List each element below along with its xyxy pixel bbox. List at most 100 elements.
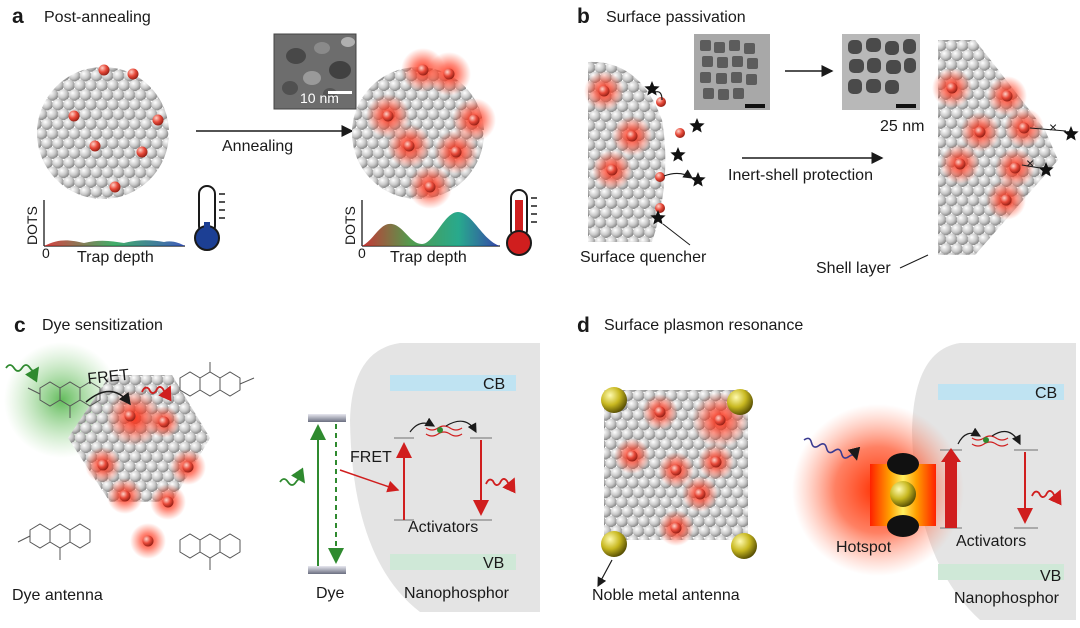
lattice-atom [661, 390, 671, 392]
lattice-atom [184, 490, 197, 502]
core-shell-emitters [932, 68, 1044, 220]
lattice-atom [118, 176, 130, 188]
lattice-atom [57, 166, 70, 179]
lattice-atom [938, 214, 947, 226]
lattice-atom [85, 195, 97, 199]
lattice-atom [123, 186, 136, 198]
lattice-atom [57, 89, 70, 101]
lattice-atom [962, 185, 974, 197]
lattice-atom [643, 525, 656, 537]
lattice-atom [68, 490, 76, 502]
lattice-atom [1028, 40, 1040, 42]
quencher-star-icon [689, 118, 705, 133]
lattice-atom [146, 480, 158, 493]
lattice-atom [621, 409, 634, 421]
lattice-atom [85, 67, 97, 72]
lattice-atom [643, 506, 656, 518]
lattice-atom [995, 243, 1007, 255]
nanophosphor-region-c [350, 343, 540, 612]
lattice-atom [940, 223, 952, 236]
lattice-atom [79, 108, 92, 121]
lattice-atom [145, 89, 158, 101]
lattice-atom [74, 195, 86, 199]
lattice-atom [655, 61, 666, 64]
lattice-atom [389, 79, 401, 92]
lattice-atom [68, 147, 81, 159]
lattice-atom [995, 223, 1007, 236]
lattice-atom [74, 432, 87, 444]
lattice-atom [107, 375, 120, 386]
lattice-atom [633, 61, 645, 64]
shell-layer-label: Shell layer [816, 260, 891, 277]
lattice-atom [742, 506, 748, 518]
nanoparticle-before-annealing [37, 67, 169, 199]
lattice-atom [1055, 40, 1058, 52]
lattice-atom [604, 498, 606, 507]
lattice-atom [427, 128, 440, 140]
lattice-atom [438, 108, 451, 121]
lattice-atom [611, 226, 623, 238]
lattice-atom [352, 137, 357, 150]
lattice-atom [74, 79, 86, 92]
lattice-atom [206, 451, 210, 463]
lattice-atom [52, 118, 64, 130]
lattice-atom [37, 118, 42, 130]
lattice-atom [41, 195, 53, 199]
lattice-atom [85, 118, 97, 130]
lattice-atom [995, 49, 1007, 62]
lattice-atom [471, 69, 484, 82]
lattice-atom [356, 176, 368, 188]
lattice-atom [951, 204, 963, 216]
lattice-atom [162, 157, 169, 169]
lattice-atom [37, 176, 42, 188]
lattice-atom [1006, 40, 1018, 42]
lattice-atom [57, 108, 70, 121]
lattice-atom [715, 496, 727, 509]
lattice-atom [352, 118, 357, 130]
lattice-atom [945, 252, 958, 255]
lattice-atom [37, 79, 42, 92]
lattice-atom [633, 207, 645, 219]
lattice-atom [129, 98, 141, 111]
lattice-atom [655, 129, 666, 142]
lattice-atom [1033, 59, 1046, 71]
lattice-atom [157, 441, 169, 454]
lattice-atom [96, 432, 109, 444]
vb-band-c [390, 554, 516, 570]
lattice-atom [41, 67, 53, 72]
lattice-atom [951, 243, 963, 255]
lattice-atom [604, 439, 606, 449]
lattice-atom [605, 197, 618, 209]
xaxis-label-a2: Trap depth [390, 249, 467, 266]
lattice-atom [112, 69, 125, 82]
lattice-atom [37, 147, 48, 159]
lattice-atom [1022, 233, 1035, 246]
lattice-atom [1000, 252, 1013, 255]
lattice-atom [118, 157, 130, 169]
lattice-atom [68, 186, 81, 198]
pump-arrow-d [941, 448, 961, 528]
lattice-atom [978, 156, 991, 168]
lattice-atom [682, 438, 694, 450]
lattice-atom [1039, 243, 1051, 255]
lattice-atom [1050, 40, 1058, 42]
lattice-atom [195, 490, 208, 502]
lattice-atom [91, 402, 103, 415]
lattice-atom [1011, 233, 1024, 246]
lattice-atom [967, 252, 980, 255]
lattice-atom [156, 166, 169, 179]
lattice-atom [683, 390, 693, 392]
lattice-atom [352, 157, 357, 169]
lattice-atom [594, 216, 607, 229]
lattice-atom [995, 40, 1007, 42]
lattice-atom [588, 236, 596, 242]
lattice-atom [600, 187, 612, 200]
lattice-atom [46, 128, 59, 140]
lattice-atom [720, 525, 733, 537]
lattice-atom [151, 470, 164, 483]
lattice-atom [737, 457, 748, 470]
lattice-atom [649, 158, 662, 171]
lattice-atom [984, 223, 996, 236]
svg-text:×: × [1026, 155, 1034, 171]
lattice-atom [146, 461, 158, 473]
